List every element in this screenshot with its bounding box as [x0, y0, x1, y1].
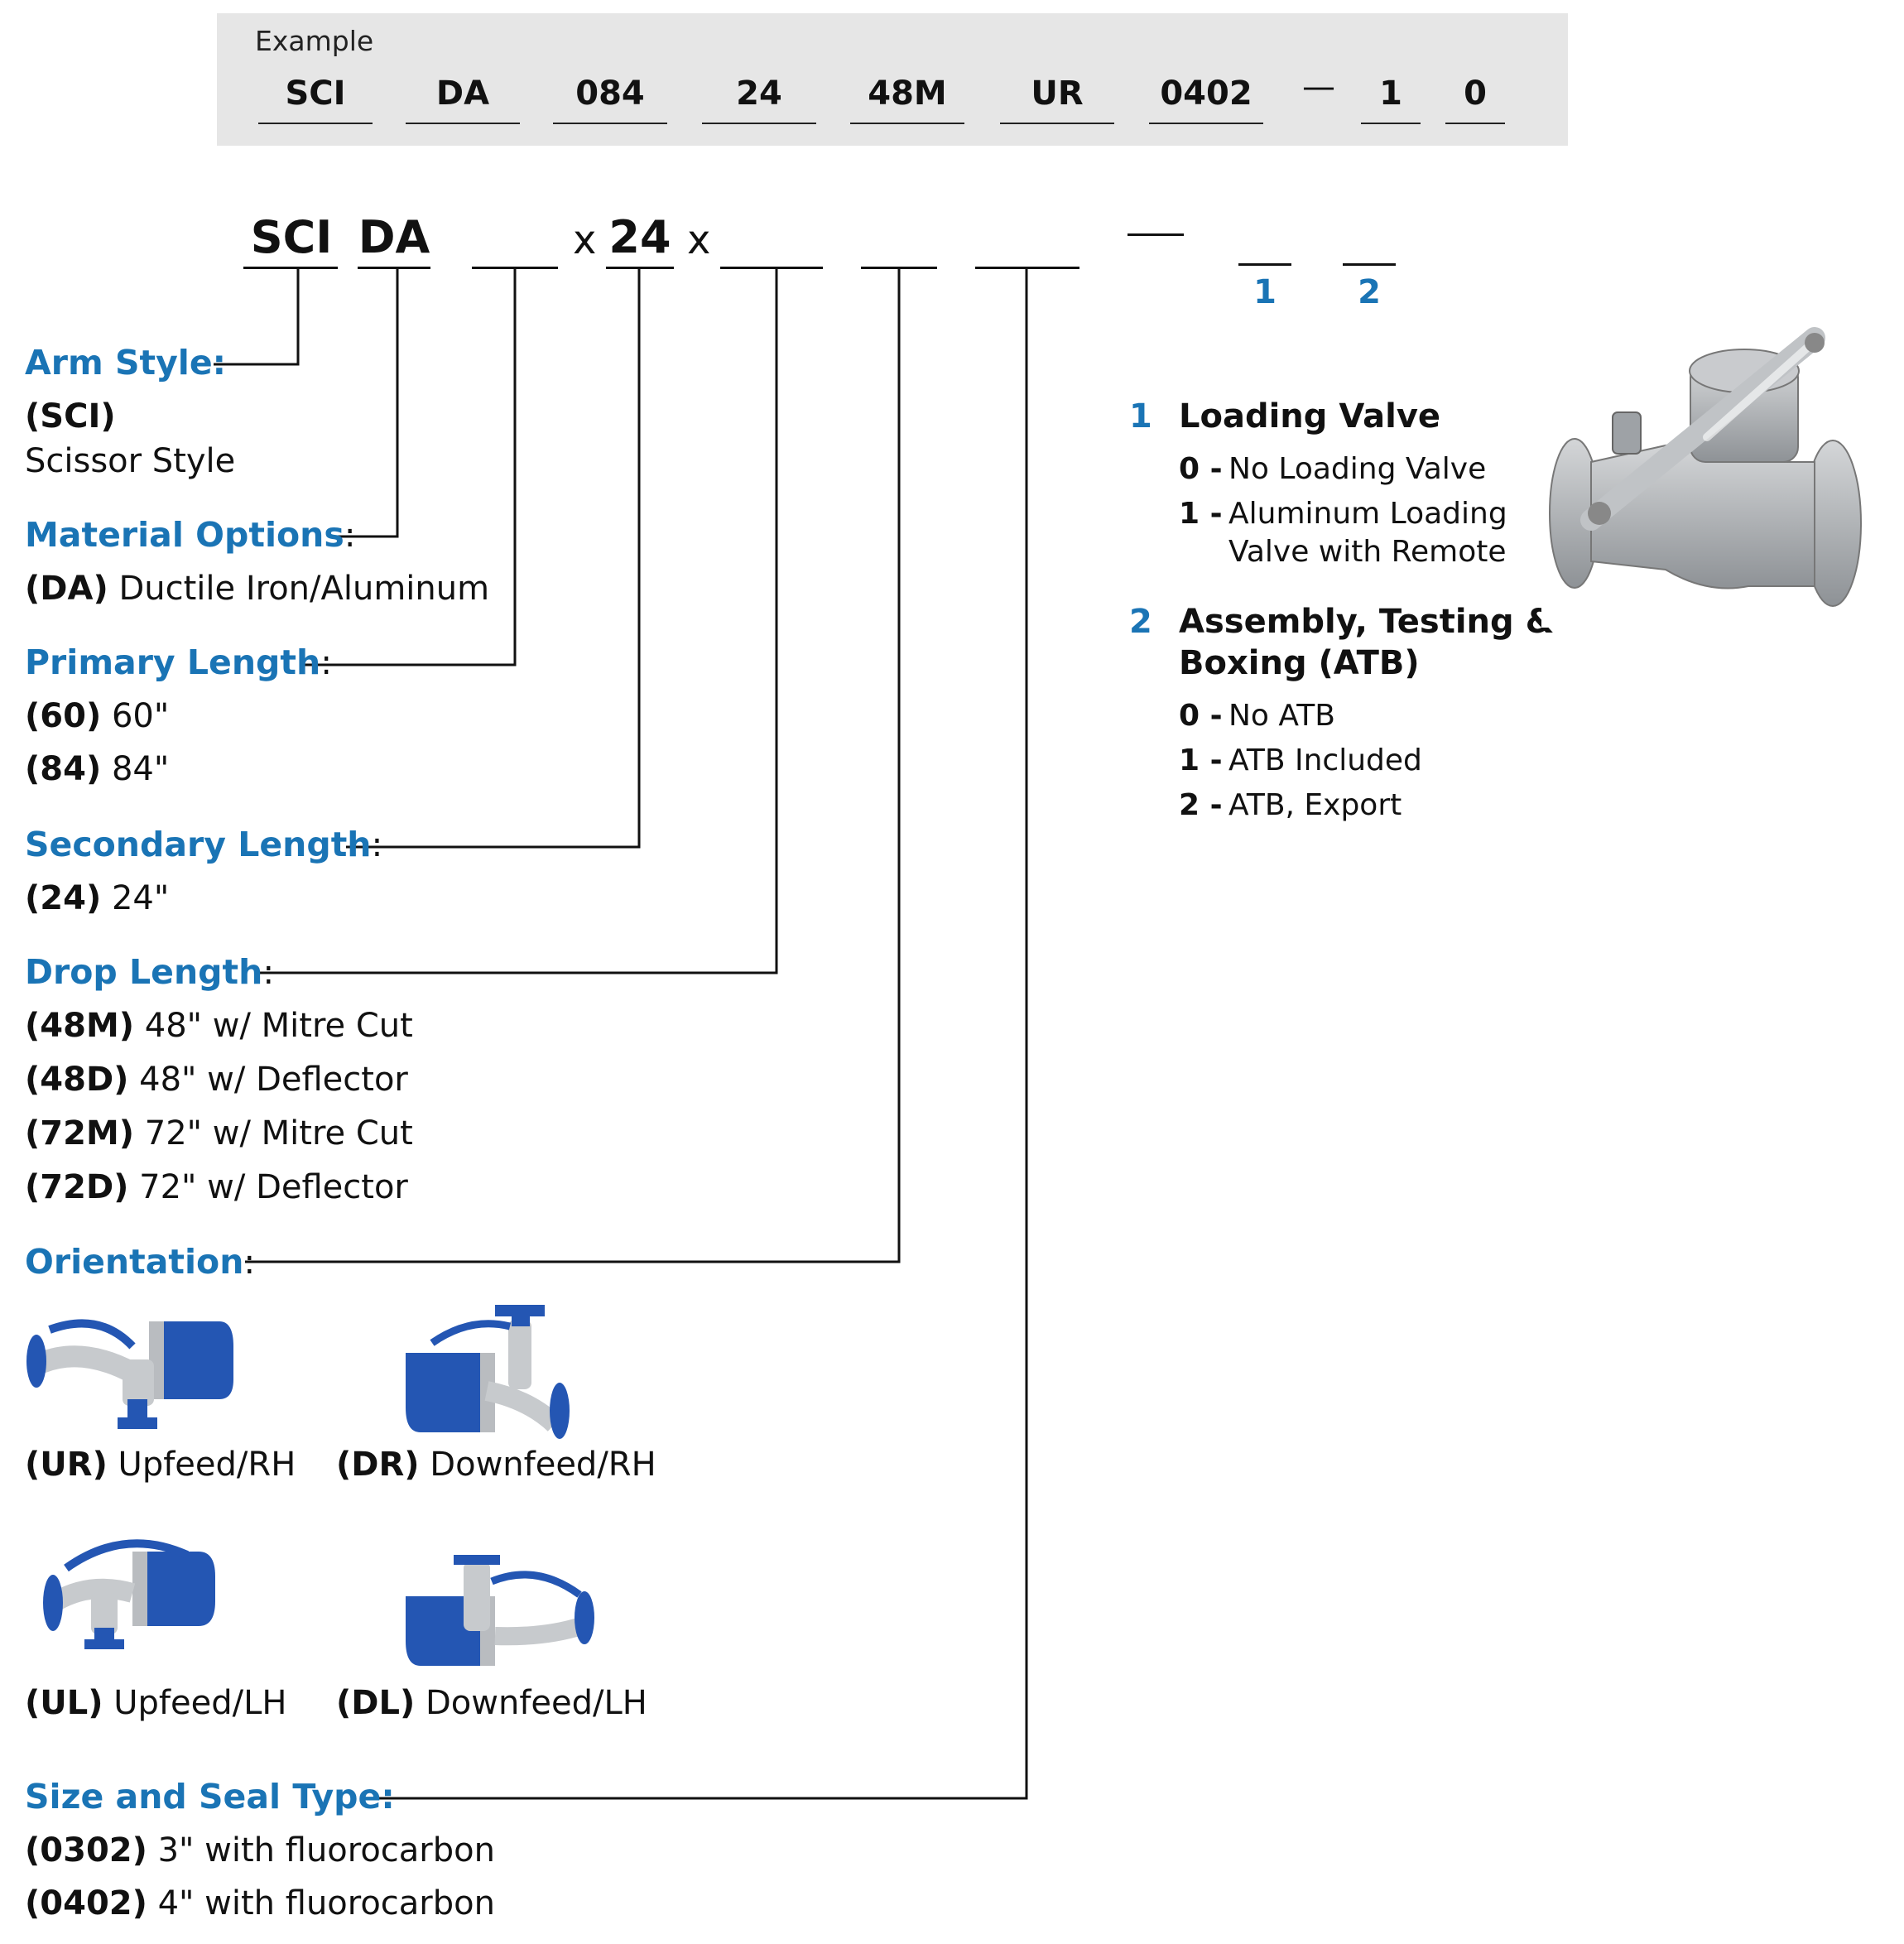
atb-option-desc: No ATB — [1228, 699, 1335, 733]
size-seal-option: (0302) 3" with fluorocarbon — [25, 1831, 495, 1869]
example-code-size: 0402 — [1160, 75, 1253, 113]
code-blank-pos2 — [1343, 263, 1396, 266]
upfeed-rh-icon — [25, 1313, 237, 1439]
orientation-option-ur: (UR) Upfeed/RH — [25, 1446, 296, 1484]
example-dash: — — [1302, 68, 1335, 106]
example-label: Example — [255, 25, 374, 57]
size-seal-option: (0402) 4" with fluorocarbon — [25, 1884, 495, 1922]
loading-valve-option-desc: Aluminum Loading — [1228, 497, 1507, 531]
upfeed-lh-icon — [41, 1535, 219, 1659]
code-x: x — [687, 217, 711, 263]
leader-size-seal — [373, 268, 1028, 1800]
position-2-number: 2 — [1358, 273, 1381, 311]
material-heading: Material Options: — [25, 515, 356, 555]
example-code-secondary: 24 — [736, 75, 782, 113]
code-blank-size — [975, 267, 1079, 269]
code-seg-arm: SCI — [250, 211, 333, 263]
primary-length-heading: Primary Length: — [25, 642, 333, 682]
loading-valve-number: 1 — [1129, 397, 1152, 435]
leader-orientation — [245, 268, 901, 1263]
secondary-option: (24) 24" — [25, 879, 170, 917]
arm-style-option-desc: Scissor Style — [25, 442, 236, 480]
atb-option: 1 - — [1179, 743, 1223, 777]
code-dash — [1127, 233, 1184, 236]
code-blank-drop — [720, 267, 823, 269]
orientation-option-ul: (UL) Upfeed/LH — [25, 1684, 287, 1722]
example-code-orientation: UR — [1031, 75, 1084, 113]
leader-primary — [303, 268, 517, 666]
drop-option: (72D) 72" w/ Deflector — [25, 1168, 408, 1206]
secondary-length-heading: Secondary Length: — [25, 825, 383, 864]
drop-length-heading: Drop Length: — [25, 952, 275, 992]
example-underline — [258, 123, 373, 124]
loading-valve-option: 0 - — [1179, 452, 1223, 486]
valve-photo-icon — [1541, 321, 1869, 628]
atb-number: 2 — [1129, 603, 1152, 641]
example-code-atb: 0 — [1464, 75, 1487, 113]
example-code-primary: 084 — [575, 75, 645, 113]
example-underline — [553, 123, 667, 124]
loading-valve-option-desc: Valve with Remote — [1228, 535, 1507, 569]
example-code-drop: 48M — [868, 75, 947, 113]
drop-option: (48D) 48" w/ Deflector — [25, 1061, 408, 1099]
downfeed-lh-icon — [404, 1555, 598, 1671]
primary-option: (84) 84" — [25, 750, 170, 788]
loading-valve-option-desc: No Loading Valve — [1228, 452, 1487, 486]
atb-heading-line1: Assembly, Testing & — [1179, 603, 1555, 641]
example-underline — [1361, 123, 1421, 124]
example-underline — [702, 123, 816, 124]
example-underline — [850, 123, 964, 124]
code-seg-secondary: 24 — [608, 211, 671, 263]
leader-arm-style — [214, 268, 300, 366]
orientation-heading: Orientation: — [25, 1242, 256, 1282]
loading-valve-option: 1 - — [1179, 497, 1223, 531]
leader-material — [329, 268, 399, 538]
atb-option-desc: ATB Included — [1228, 743, 1422, 777]
atb-option: 2 - — [1179, 788, 1223, 822]
code-blank-orientation — [861, 267, 937, 269]
drop-option: (72M) 72" w/ Mitre Cut — [25, 1114, 413, 1152]
code-blank — [358, 267, 430, 269]
arm-style-option: (SCI) — [25, 397, 116, 435]
material-option: (DA) Ductile Iron/Aluminum — [25, 570, 490, 608]
drop-option: (48M) 48" w/ Mitre Cut — [25, 1007, 413, 1045]
downfeed-rh-icon — [404, 1300, 578, 1442]
code-blank — [243, 267, 338, 269]
orientation-option-dr: (DR) Downfeed/RH — [336, 1446, 656, 1484]
loading-valve-heading: Loading Valve — [1179, 397, 1441, 435]
size-seal-heading: Size and Seal Type: — [25, 1777, 395, 1816]
code-x: x — [573, 217, 597, 263]
code-seg-material: DA — [358, 211, 430, 263]
leader-drop — [257, 268, 778, 974]
primary-option: (60) 60" — [25, 697, 170, 735]
leader-secondary — [346, 268, 641, 849]
example-code-loading: 1 — [1379, 75, 1402, 113]
example-code-arm: SCI — [285, 75, 346, 113]
atb-option-desc: ATB, Export — [1228, 788, 1402, 822]
arm-style-heading: Arm Style: — [25, 343, 227, 383]
example-underline — [1149, 123, 1263, 124]
example-underline — [406, 123, 520, 124]
example-underline — [1000, 123, 1114, 124]
example-underline — [1445, 123, 1505, 124]
example-code-material: DA — [435, 75, 490, 113]
orientation-option-dl: (DL) Downfeed/LH — [336, 1684, 647, 1722]
code-blank-pos1 — [1238, 263, 1291, 266]
atb-option: 0 - — [1179, 699, 1223, 733]
code-blank — [606, 267, 674, 269]
position-1-number: 1 — [1253, 273, 1277, 311]
code-blank-primary — [472, 267, 558, 269]
atb-heading-line2: Boxing (ATB) — [1179, 644, 1420, 682]
